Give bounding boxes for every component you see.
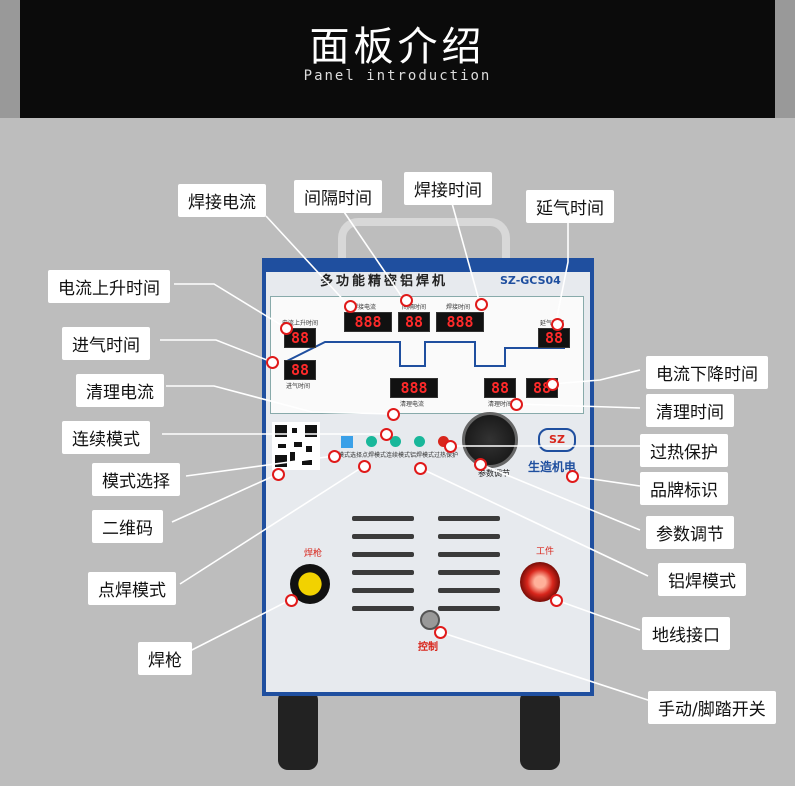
callout-qr-code: 二维码 (92, 510, 163, 543)
callout-clean-time: 清理时间 (646, 394, 734, 427)
control-label: 控制 (418, 642, 438, 653)
marker-knob (474, 458, 487, 471)
left-wheel (278, 690, 318, 770)
header-right-edge (775, 0, 795, 118)
marker-gun (285, 594, 298, 607)
callout-spot-mode: 点焊模式 (88, 572, 176, 605)
marker-alu-mode (414, 462, 427, 475)
panel-label-alu: 铝焊模式 (410, 452, 435, 459)
panel-label-interval: 间隔时间 (402, 304, 427, 311)
callout-weld-current: 焊接电流 (178, 184, 266, 217)
panel-label-cont: 连续模式 (386, 452, 411, 459)
callout-switch: 手动/脚踏开关 (648, 691, 776, 724)
right-wheel (520, 690, 560, 770)
marker-clean-current (387, 408, 400, 421)
panel-label-clean-current: 清理电流 (400, 401, 425, 408)
callout-overheat: 过热保护 (640, 434, 728, 467)
panel-label-overheat: 过热保护 (434, 452, 459, 459)
panel-label-pre-gas: 进气时间 (286, 383, 311, 390)
panel-label-weld-time: 焊接时间 (446, 304, 471, 311)
display-post-gas: 88 (538, 328, 570, 348)
marker-fall-time (546, 378, 559, 391)
knob-label: 参数调节 (478, 469, 510, 478)
marker-qr (272, 468, 285, 481)
machine-name: 多功能精密铝焊机 (320, 274, 449, 289)
header-banner: 面板介绍 Panel introduction (0, 0, 795, 118)
callout-cont-mode: 连续模式 (62, 421, 150, 454)
callout-ground-port: 地线接口 (642, 617, 730, 650)
switch-socket[interactable] (420, 610, 440, 630)
vent-slot (352, 534, 414, 539)
cont-mode-led (390, 436, 401, 447)
display-pre-gas: 88 (284, 360, 316, 380)
vent-slot (438, 588, 500, 593)
marker-switch (434, 626, 447, 639)
panel-label-mode-select: 模式选择 (338, 452, 363, 459)
vent-slot (352, 606, 414, 611)
header-left-edge (0, 0, 20, 118)
marker-weld-time (475, 298, 488, 311)
marker-clean-time (510, 398, 523, 411)
display-interval: 88 (398, 312, 430, 332)
page-subtitle: Panel introduction (303, 68, 492, 84)
vent-slot (352, 552, 414, 557)
page-title: 面板介绍 (309, 24, 486, 70)
marker-overheat (444, 440, 457, 453)
machine-model: SZ-GCS04 (500, 274, 561, 287)
callout-alu-mode: 铝焊模式 (658, 563, 746, 596)
panel-label-clean-time: 清理时间 (488, 401, 513, 408)
panel-label-spot: 点焊模式 (362, 452, 387, 459)
marker-pre-gas (266, 356, 279, 369)
vent-slot (438, 516, 500, 521)
marker-weld-current (344, 300, 357, 313)
callout-fall-time: 电流下降时间 (646, 356, 768, 389)
panel-label-rise: 电流上升时间 (282, 320, 319, 327)
brand-logo: SZ (538, 428, 576, 452)
brand-name: 生造机电 (528, 460, 577, 474)
machine-handle (338, 218, 510, 278)
marker-rise-time (280, 322, 293, 335)
work-port-label: 工件 (536, 547, 555, 557)
vent-slot (438, 606, 500, 611)
callout-param-adjust: 参数调节 (646, 516, 734, 549)
marker-cont-mode (380, 428, 393, 441)
display-weld-time: 888 (436, 312, 484, 332)
marker-spot-mode (358, 460, 371, 473)
callout-clean-current: 清理电流 (76, 374, 164, 407)
marker-interval (400, 294, 413, 307)
callout-brand-logo: 品牌标识 (640, 472, 728, 505)
panel-label-weld-current: 焊接电流 (352, 304, 377, 311)
parameter-knob[interactable] (462, 412, 518, 468)
marker-brand (566, 470, 579, 483)
alu-mode-led (414, 436, 425, 447)
callout-mode-select: 模式选择 (92, 463, 180, 496)
gun-port-label: 焊枪 (304, 549, 323, 559)
vent-slot (438, 534, 500, 539)
vent-slot (352, 570, 414, 575)
vent-slot (352, 516, 414, 521)
callout-gun: 焊枪 (138, 642, 192, 675)
callout-weld-time: 焊接时间 (404, 172, 492, 205)
marker-ground (550, 594, 563, 607)
overheat-led (438, 436, 449, 447)
machine-top-bar (262, 258, 594, 272)
waveform-diagram (284, 341, 565, 367)
mode-select-button[interactable] (341, 436, 353, 448)
vent-slot (438, 570, 500, 575)
callout-rise-time: 电流上升时间 (48, 270, 170, 303)
marker-mode-select (328, 450, 341, 463)
display-clean-current: 888 (390, 378, 438, 398)
spot-mode-led (366, 436, 377, 447)
callout-interval-time: 间隔时间 (294, 180, 382, 213)
vent-slot (438, 552, 500, 557)
display-rise-time: 88 (284, 328, 316, 348)
marker-post-gas (551, 318, 564, 331)
callout-pre-gas: 进气时间 (62, 327, 150, 360)
display-weld-current: 888 (344, 312, 392, 332)
display-clean-time: 88 (484, 378, 516, 398)
vent-slot (352, 588, 414, 593)
callout-post-gas: 延气时间 (526, 190, 614, 223)
